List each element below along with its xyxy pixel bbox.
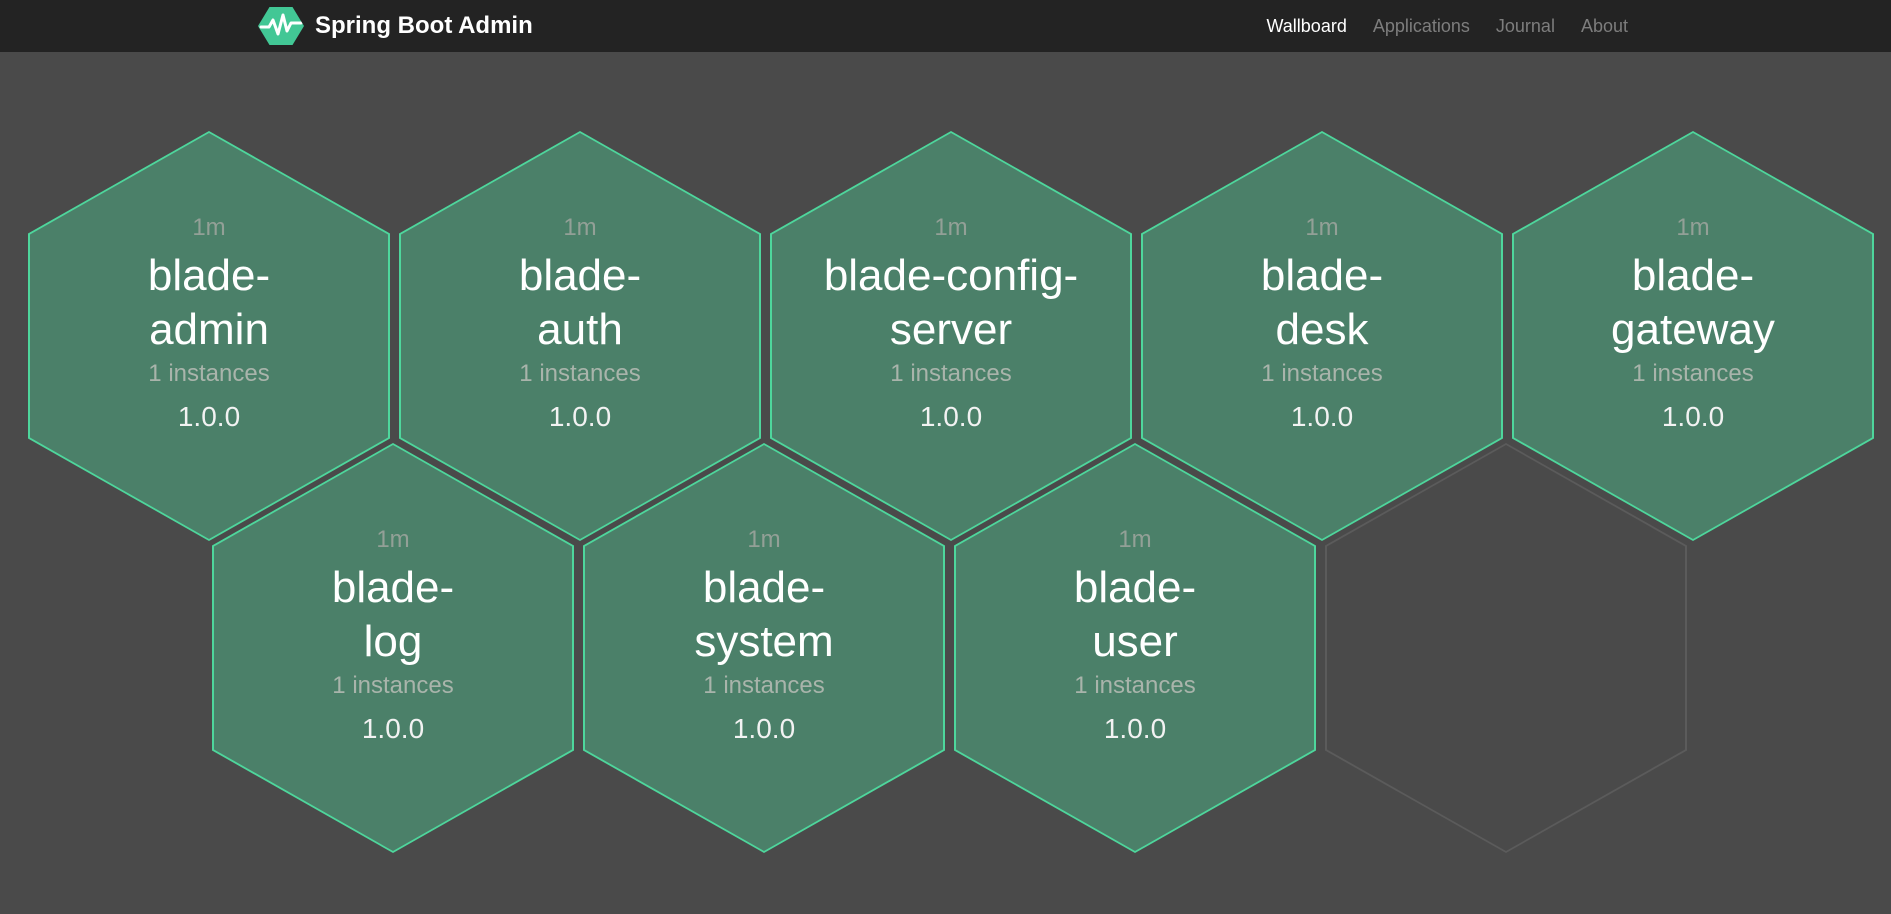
app-name: blade- system [694,563,834,666]
version-label: 1.0.0 [1103,713,1167,744]
version-label: 1.0.0 [1290,401,1354,432]
uptime-label: 1m [1118,526,1152,553]
uptime-label: 1m [747,526,781,553]
main-nav: Wallboard Applications Journal About [1266,16,1628,37]
nav-journal[interactable]: Journal [1495,15,1555,36]
brand-link[interactable]: Spring Boot Admin [258,7,533,45]
app-name: blade- gateway [1611,251,1775,354]
pulse-hexagon-icon [258,7,304,45]
nav-about[interactable]: About [1580,15,1628,36]
instances-count: 1 instances [332,672,454,699]
app-name: blade- admin [147,251,271,354]
app-tile-blade-desk[interactable]: 1m blade- desk 1 instances 1.0.0 [1141,131,1503,541]
version-label: 1.0.0 [177,401,241,432]
navbar: Spring Boot Admin Wallboard Applications… [0,0,1891,52]
app-tile-blade-admin[interactable]: 1m blade- admin 1 instances 1.0.0 [28,131,390,541]
nav-wallboard[interactable]: Wallboard [1266,15,1347,36]
brand-title: Spring Boot Admin [315,12,533,39]
uptime-label: 1m [376,526,410,553]
wallboard: 1m blade- admin 1 instances 1.0.0 1m bla… [0,52,1891,914]
instances-count: 1 instances [148,360,270,387]
app-tile-blade-log[interactable]: 1m blade- log 1 instances 1.0.0 [212,443,574,853]
app-tile-blade-gateway[interactable]: 1m blade- gateway 1 instances 1.0.0 [1512,131,1874,541]
version-label: 1.0.0 [732,713,796,744]
version-label: 1.0.0 [361,713,425,744]
uptime-label: 1m [1676,214,1710,241]
version-label: 1.0.0 [919,401,983,432]
app-name: blade- auth [518,251,642,354]
instances-count: 1 instances [519,360,641,387]
instances-count: 1 instances [1632,360,1754,387]
empty-hexagon-placeholder [1325,443,1687,853]
instances-count: 1 instances [890,360,1012,387]
app-name: blade-config- server [823,251,1079,354]
hexagon-fill: 1m blade- system 1 instances 1.0.0 [585,445,943,851]
uptime-label: 1m [563,214,597,241]
nav-applications[interactable]: Applications [1372,15,1470,36]
instances-count: 1 instances [703,672,825,699]
app-name: blade- log [331,563,455,666]
instances-count: 1 instances [1074,672,1196,699]
app-name: blade- desk [1260,251,1384,354]
version-label: 1.0.0 [1661,401,1725,432]
hexagon-fill: 1m blade- log 1 instances 1.0.0 [214,445,572,851]
uptime-label: 1m [1305,214,1339,241]
uptime-label: 1m [192,214,226,241]
version-label: 1.0.0 [548,401,612,432]
uptime-label: 1m [934,214,968,241]
app-name: blade- user [1073,563,1197,666]
instances-count: 1 instances [1261,360,1383,387]
